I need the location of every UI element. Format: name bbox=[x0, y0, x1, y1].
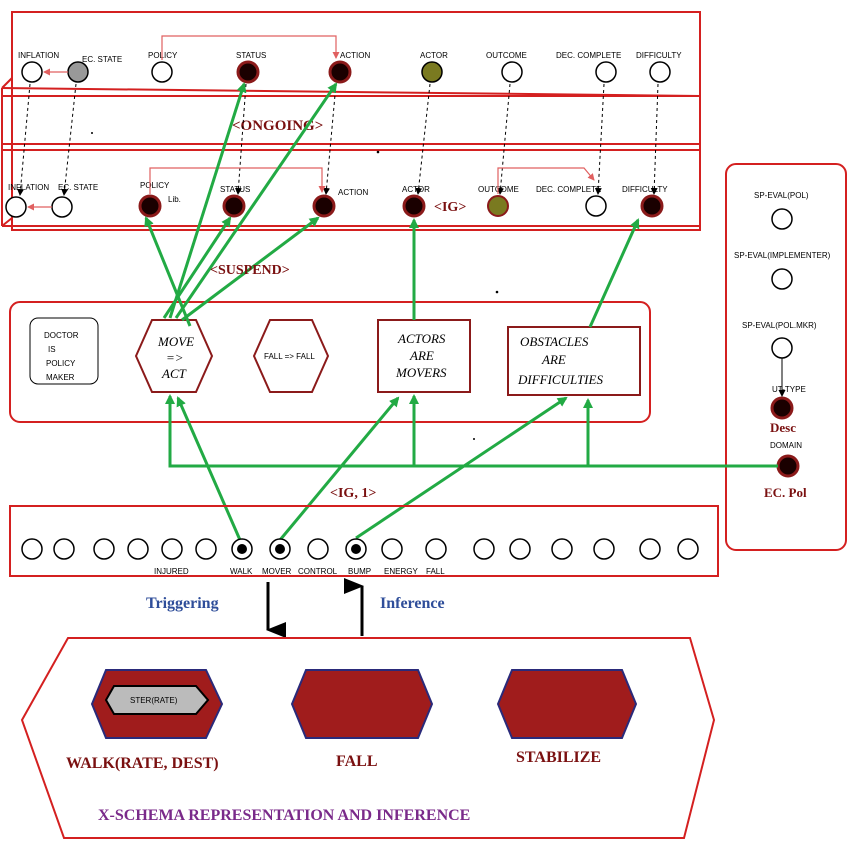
svg-text:OBSTACLES: OBSTACLES bbox=[520, 334, 589, 349]
fall-schema bbox=[290, 669, 434, 739]
svg-text:UT-TYPE: UT-TYPE bbox=[772, 385, 806, 394]
mid-label: DEC. COMPLETE bbox=[536, 185, 601, 194]
ig1-label: <IG, 1> bbox=[330, 486, 376, 501]
suspend-label: <SUSPEND> bbox=[210, 263, 290, 278]
svg-text:SP-EVAL(IMPLEMENTER): SP-EVAL(IMPLEMENTER) bbox=[734, 251, 831, 260]
svg-text:SP-EVAL(POL): SP-EVAL(POL) bbox=[754, 191, 809, 200]
svg-text:DOMAIN: DOMAIN bbox=[770, 441, 802, 450]
svg-text:MAKER: MAKER bbox=[46, 373, 75, 382]
svg-text:MOVE: MOVE bbox=[157, 334, 194, 349]
mid-label: INFLATION bbox=[8, 183, 49, 192]
top-row-nodes bbox=[21, 60, 671, 84]
dashed-links bbox=[17, 83, 659, 196]
top-row-labels: INFLATION EC. STATE POLICY STATUS ACTION… bbox=[18, 51, 682, 64]
pink-links bbox=[27, 35, 595, 211]
obstacles-box: OBSTACLES ARE DIFFICULTIES bbox=[507, 326, 641, 396]
walk-label: WALK(RATE, DEST) bbox=[66, 755, 219, 772]
top-label: OUTCOME bbox=[486, 51, 527, 60]
doctor-box: DOCTOR IS POLICY MAKER bbox=[29, 317, 99, 385]
mid-label: POLICY bbox=[140, 181, 170, 190]
inference-label: Inference bbox=[380, 595, 445, 612]
svg-text:IS: IS bbox=[48, 345, 56, 354]
svg-text:ARE: ARE bbox=[409, 348, 434, 363]
svg-text:DOCTOR: DOCTOR bbox=[44, 331, 79, 340]
feature-labels: INJURED WALK MOVER CONTROL BUMP ENERGY F… bbox=[154, 567, 445, 576]
mid-label: Lib. bbox=[168, 195, 181, 204]
ig-label: <IG> bbox=[434, 200, 466, 215]
ster-rate-label: STER(RATE) bbox=[130, 696, 178, 705]
xschema-panel bbox=[20, 637, 716, 839]
svg-text:WALK: WALK bbox=[230, 567, 253, 576]
svg-text:=>: => bbox=[166, 350, 184, 365]
feature-nodes bbox=[21, 538, 699, 560]
top-label: EC. STATE bbox=[82, 55, 122, 64]
svg-text:INJURED: INJURED bbox=[154, 567, 189, 576]
mid-label: DIFFICULTY bbox=[622, 185, 668, 194]
stabilize-label: STABILIZE bbox=[516, 749, 601, 766]
top-label: INFLATION bbox=[18, 51, 59, 60]
top-label: ACTOR bbox=[420, 51, 448, 60]
svg-text:FALL: FALL bbox=[426, 567, 445, 576]
svg-text:POLICY: POLICY bbox=[46, 359, 76, 368]
mid-row-labels: INFLATION EC. STATE POLICY Lib. STATUS A… bbox=[8, 181, 668, 204]
fall-label: FALL bbox=[336, 753, 377, 770]
svg-text:DIFFICULTIES: DIFFICULTIES bbox=[517, 372, 603, 387]
svg-text:BUMP: BUMP bbox=[348, 567, 371, 576]
top-label: DEC. COMPLETE bbox=[556, 51, 621, 60]
desc-label: Desc bbox=[770, 420, 796, 435]
triggering-label: Triggering bbox=[146, 595, 219, 612]
top-label: POLICY bbox=[148, 51, 178, 60]
ongoing-label: <ONGOING> bbox=[232, 118, 323, 134]
svg-text:ACT: ACT bbox=[161, 366, 187, 381]
ec-pol-label: EC. Pol bbox=[764, 485, 807, 500]
mid-label: EC. STATE bbox=[58, 183, 98, 192]
svg-text:SP-EVAL(POL.MKR): SP-EVAL(POL.MKR) bbox=[742, 321, 817, 330]
mid-label: ACTOR bbox=[402, 185, 430, 194]
top-label: DIFFICULTY bbox=[636, 51, 682, 60]
xschema-footer: X-SCHEMA REPRESENTATION AND INFERENCE bbox=[98, 807, 470, 824]
green-arrows bbox=[144, 82, 778, 541]
mid-row-nodes bbox=[5, 194, 664, 218]
svg-text:ACTORS: ACTORS bbox=[397, 331, 446, 346]
top-label: STATUS bbox=[236, 51, 266, 60]
right-panel-nodes bbox=[770, 208, 800, 478]
scatter-dots bbox=[91, 132, 499, 440]
svg-text:ENERGY: ENERGY bbox=[384, 567, 418, 576]
top-label: ACTION bbox=[340, 51, 370, 60]
ongoing-suspend-box bbox=[1, 11, 701, 231]
svg-text:ARE: ARE bbox=[541, 352, 566, 367]
metaphor-map-panel bbox=[9, 301, 651, 423]
right-panel-labels: SP-EVAL(POL) SP-EVAL(IMPLEMENTER) SP-EVA… bbox=[734, 191, 831, 450]
svg-text:CONTROL: CONTROL bbox=[298, 567, 338, 576]
actors-movers-box: ACTORS ARE MOVERS bbox=[377, 319, 471, 393]
move-act-hexagon: MOVE => ACT bbox=[134, 319, 214, 393]
svg-text:MOVER: MOVER bbox=[262, 567, 292, 576]
mid-label: ACTION bbox=[338, 188, 368, 197]
stabilize-schema bbox=[496, 669, 638, 739]
feature-layer bbox=[9, 505, 719, 577]
walk-schema: STER(RATE) bbox=[90, 669, 224, 739]
right-panel bbox=[725, 163, 847, 551]
mid-label: STATUS bbox=[220, 185, 250, 194]
svg-text:FALL => FALL: FALL => FALL bbox=[264, 352, 315, 361]
fall-fall-hexagon: FALL => FALL bbox=[252, 319, 330, 393]
svg-text:MOVERS: MOVERS bbox=[395, 365, 447, 380]
